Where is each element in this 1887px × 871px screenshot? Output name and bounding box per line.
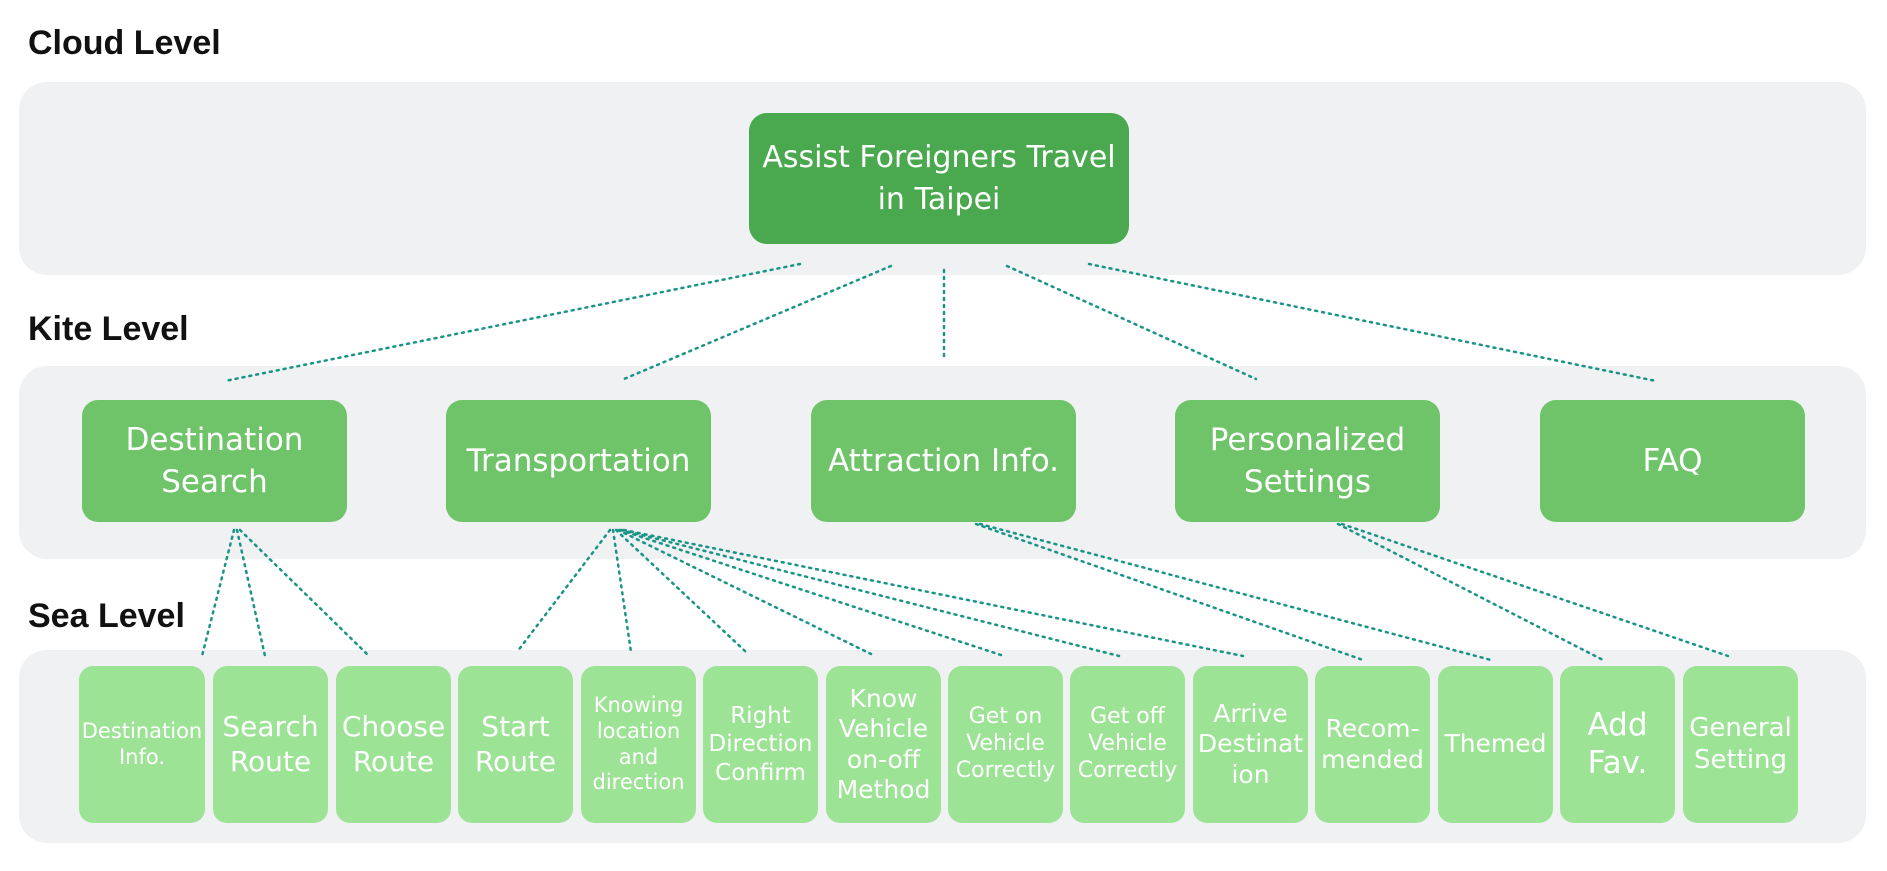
connector-line <box>238 528 371 658</box>
sea-node-arrive-destination[interactable]: Arrive Destinat ion <box>1193 666 1308 823</box>
sea-node-label: Arrive Destinat ion <box>1197 698 1304 789</box>
connector-line <box>223 262 802 383</box>
sea-node-label: Start Route <box>474 710 557 778</box>
connector-line <box>1340 522 1730 658</box>
connector-line <box>200 528 236 658</box>
sea-node-knowing-location[interactable]: Knowing location and direction <box>581 666 696 823</box>
sea-node-get-off-vehicle[interactable]: Get off Vehicle Correctly <box>1070 666 1185 823</box>
sea-node-add-fav[interactable]: Add Fav. <box>1560 666 1675 823</box>
cloud-node-label: Assist Foreigners Travel in Taipei <box>762 139 1116 217</box>
sea-node-get-on-vehicle[interactable]: Get on Vehicle Correctly <box>948 666 1063 823</box>
connector-line <box>974 522 1365 662</box>
kite-node-transportation[interactable]: Transportation <box>446 400 711 522</box>
connector-line <box>1336 522 1605 662</box>
connector-line <box>1087 262 1658 383</box>
sea-node-label: Destination Info. <box>81 718 203 769</box>
sea-node-choose-route[interactable]: Choose Route <box>336 666 451 823</box>
kite-node-label: Destination Search <box>125 422 304 500</box>
sea-node-know-vehicle-method[interactable]: Know Vehicle on-off Method <box>826 666 941 823</box>
connector-line <box>622 528 1245 658</box>
connector-line <box>978 522 1493 662</box>
kite-node-label: FAQ <box>1642 443 1703 479</box>
sea-level-title: Sea Level <box>28 597 185 635</box>
sea-node-start-route[interactable]: Start Route <box>458 666 573 823</box>
connector-line <box>620 528 1121 658</box>
connector-line <box>618 528 1006 658</box>
kite-node-personalized-settings[interactable]: Personalized Settings <box>1175 400 1440 522</box>
kite-node-label: Transportation <box>466 443 691 479</box>
sea-node-label: Right Direction Confirm <box>708 703 813 786</box>
sea-node-label: Choose Route <box>341 710 446 778</box>
connector-line <box>515 528 612 654</box>
kite-node-faq[interactable]: FAQ <box>1540 400 1805 522</box>
cloud-node-goal[interactable]: Assist Foreigners Travel in Taipei <box>749 113 1129 244</box>
sea-node-destination-info[interactable]: Destination Info. <box>79 666 205 823</box>
sea-node-themed[interactable]: Themed <box>1438 666 1553 823</box>
kite-node-label: Attraction Info. <box>828 443 1059 479</box>
sea-node-general-setting[interactable]: General Setting <box>1683 666 1798 823</box>
connector-line <box>1005 264 1258 381</box>
kite-node-destination-search[interactable]: Destination Search <box>82 400 347 522</box>
sea-node-label: Knowing location and direction <box>592 693 685 795</box>
sea-node-label: Themed <box>1444 729 1547 759</box>
connector-line <box>235 528 267 658</box>
connector-line <box>616 528 873 656</box>
sea-node-label: Add Fav. <box>1587 706 1648 781</box>
sea-node-label: Search Route <box>222 710 319 778</box>
sea-node-right-direction-confirm[interactable]: Right Direction Confirm <box>703 666 818 823</box>
cloud-level-title: Cloud Level <box>28 24 221 62</box>
kite-level-title: Kite Level <box>28 310 189 348</box>
sea-node-label: Get off Vehicle Correctly <box>1077 704 1178 783</box>
sea-node-search-route[interactable]: Search Route <box>213 666 328 823</box>
kite-node-attraction-info[interactable]: Attraction Info. <box>811 400 1076 522</box>
connector-line <box>614 528 748 654</box>
sea-node-label: Get on Vehicle Correctly <box>955 704 1056 783</box>
sea-node-label: Recom- mended <box>1321 714 1424 774</box>
sea-node-recommended[interactable]: Recom- mended <box>1315 666 1430 823</box>
sea-node-label: General Setting <box>1689 712 1792 775</box>
connector-line <box>611 528 633 654</box>
connector-line <box>622 264 893 381</box>
sea-node-label: Know Vehicle on-off Method <box>836 683 931 805</box>
kite-node-label: Personalized Settings <box>1209 422 1406 500</box>
